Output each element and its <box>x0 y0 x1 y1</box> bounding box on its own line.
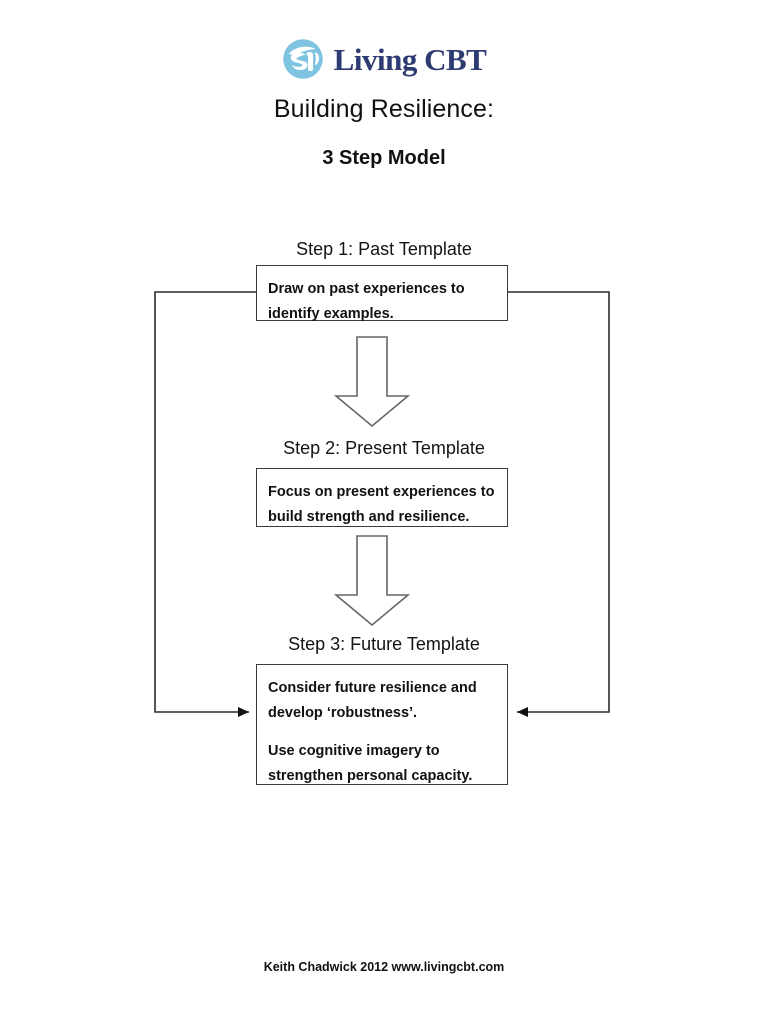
step-2-box: Focus on present experiences to build st… <box>256 468 508 527</box>
step-3-text-secondary: Use cognitive imagery to strengthen pers… <box>268 742 473 784</box>
footer-credit: Keith Chadwick 2012 www.livingcbt.com <box>263 960 505 974</box>
brand-name: Living CBT <box>333 41 487 77</box>
step-1-caption: Step 1: Past Template <box>296 239 472 259</box>
down-arrow-step2-to-step3-icon <box>334 535 410 627</box>
step-3-box: Consider future resilience and develop ‘… <box>256 664 508 785</box>
page-title: Building Resilience: <box>273 95 495 123</box>
feedback-loop-right-arrowhead <box>517 707 528 717</box>
living-cbt-circle-logo-icon <box>282 39 323 79</box>
step-2-text: Focus on present experiences to build st… <box>268 484 495 525</box>
feedback-loop-left-arrowhead <box>238 707 249 717</box>
step-3-text-primary: Consider future resilience and develop ‘… <box>268 680 477 721</box>
step-1-text: Draw on past experiences to identify exa… <box>268 281 465 322</box>
step-1-box: Draw on past experiences to identify exa… <box>256 265 508 322</box>
page-subtitle: 3 Step Model <box>322 147 446 169</box>
brand-header: Living CBT <box>0 38 768 80</box>
step-3-caption: Step 3: Future Template <box>288 634 480 654</box>
step-2-caption: Step 2: Present Template <box>283 438 485 458</box>
down-arrow-step1-to-step2-icon <box>334 336 410 428</box>
